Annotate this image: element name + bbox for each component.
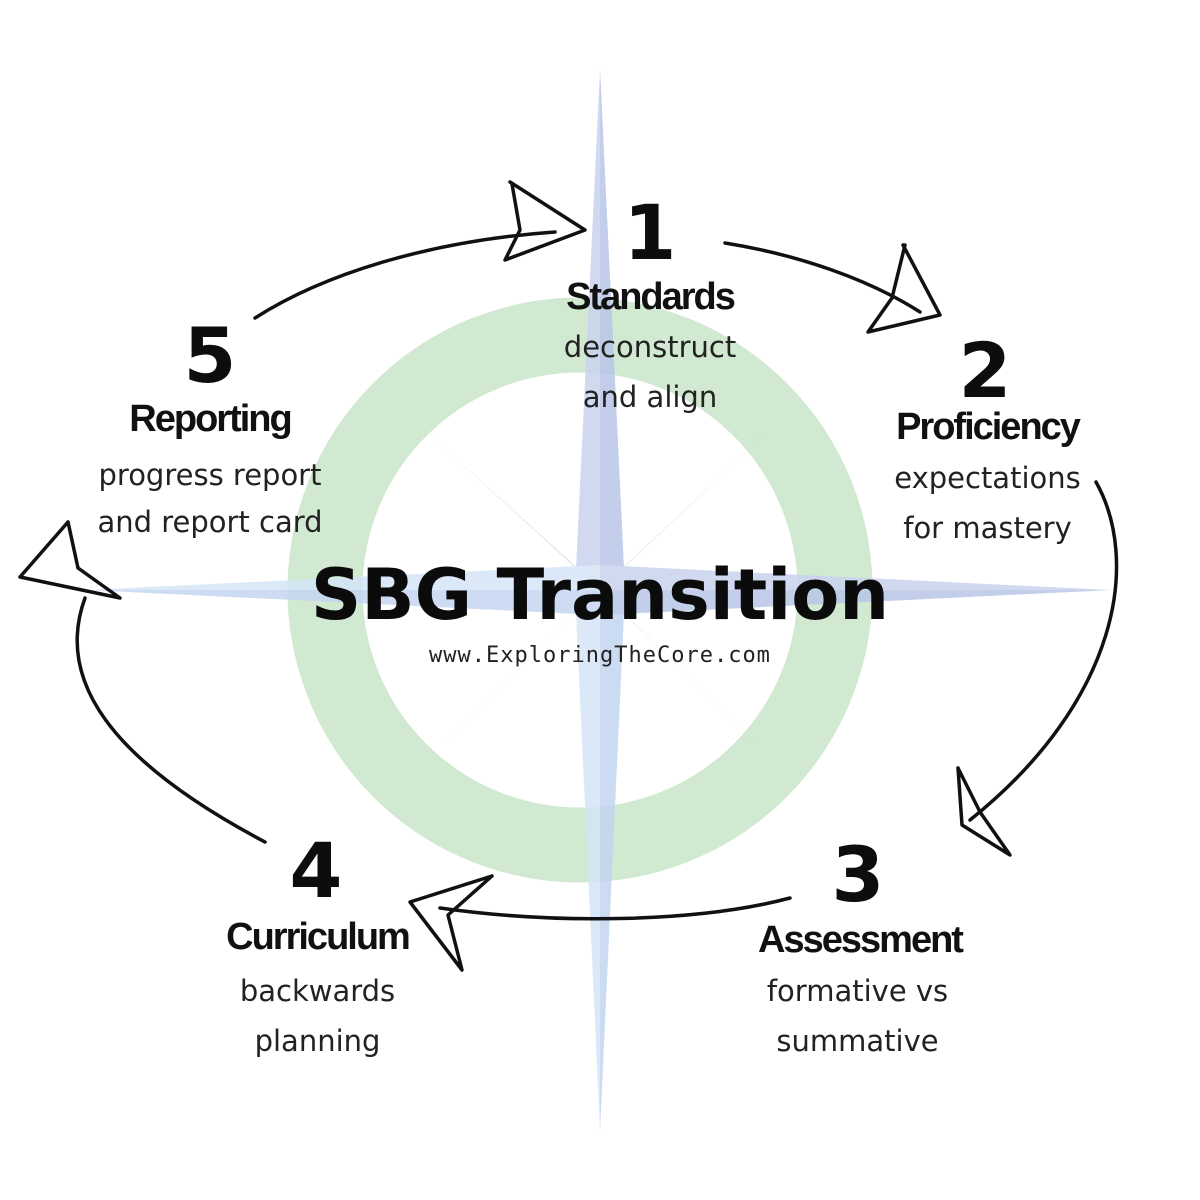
arrow-2-to-3	[968, 480, 1119, 822]
stage-1-number: 1	[623, 188, 677, 277]
arrowhead-to-3	[956, 766, 1012, 857]
compass-rose	[90, 70, 1110, 1130]
stage-3-line2: summative	[776, 1024, 939, 1058]
arrow-5-to-1	[253, 230, 557, 320]
stage-5-line1: progress report	[98, 458, 322, 492]
arrowhead-to-2	[866, 243, 942, 334]
stage-5-title: Reporting	[129, 398, 292, 440]
arrowhead-to-5	[18, 520, 122, 600]
stage-1-line1: deconstruct	[563, 330, 737, 364]
stage-1-title: Standards	[566, 276, 736, 318]
stage-2-line1: expectations	[894, 461, 1081, 495]
stage-3-number: 3	[831, 830, 885, 919]
stage-2-title: Proficiency	[896, 406, 1081, 448]
arrow-4-to-5	[75, 596, 267, 844]
stage-3-title: Assessment	[758, 919, 964, 961]
diagram-title: SBG Transition	[310, 554, 890, 636]
stage-4-line1: backwards	[239, 974, 396, 1008]
cycle-arrows	[18, 180, 1119, 972]
arrowhead-to-1	[503, 180, 587, 262]
stage-2-number: 2	[958, 326, 1012, 415]
stage-3-line1: formative vs	[766, 974, 949, 1008]
arrow-3-to-4	[438, 896, 792, 921]
stage-4-title: Curriculum	[226, 916, 411, 958]
stage-1-line2: and align	[582, 380, 718, 414]
stage-2-line2: for mastery	[903, 511, 1072, 545]
arrow-1-to-2	[723, 241, 922, 314]
stage-4-line2: planning	[254, 1024, 381, 1058]
arrowhead-to-4	[408, 874, 494, 972]
website-url: www.ExploringTheCore.com	[429, 643, 771, 668]
stage-5-number: 5	[183, 311, 237, 400]
stage-4-number: 4	[289, 826, 343, 915]
stage-5-line2: and report card	[97, 505, 323, 539]
